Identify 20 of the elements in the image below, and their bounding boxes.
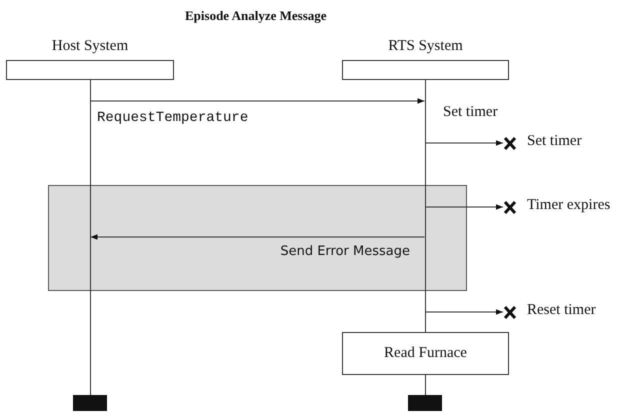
timer-stop-icon [503,200,517,215]
timer-label: Set timer [527,133,582,150]
timer-stop-icon [503,305,517,320]
lifeline-end-bar [408,395,442,411]
message-arrow [425,309,504,315]
system-name: RTS System [387,38,464,55]
message-arrow [425,204,504,210]
note-label: Set timer [443,104,498,121]
timer-label: Reset timer [527,302,596,319]
message-arrow [90,98,425,104]
diagram-title: Episode Analyze Message [185,8,327,24]
lifeline-end-bar [73,395,107,411]
process-box: Read Furnace [342,332,509,375]
message-arrow [90,234,425,240]
timer-stop-icon [503,136,517,151]
timer-label: Timer expires [527,197,610,214]
lifeline [424,80,426,332]
message-arrow [425,140,504,146]
system-name: Host System [50,38,130,55]
lifeline [424,375,426,395]
